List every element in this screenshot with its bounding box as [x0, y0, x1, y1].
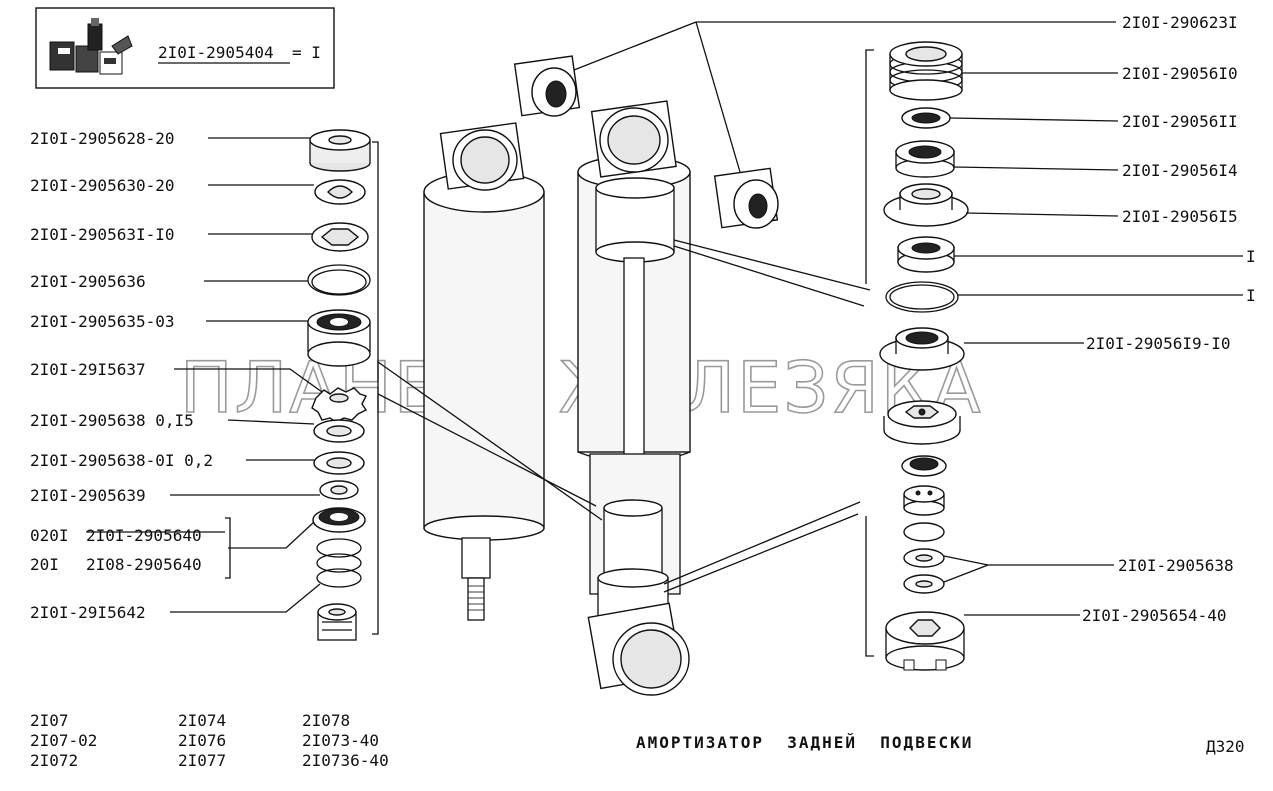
part-cap[interactable] — [309, 129, 371, 172]
right-leaders — [943, 72, 1243, 616]
part-disc-3[interactable] — [903, 574, 945, 594]
part-disc-2[interactable] — [903, 548, 945, 568]
rubber-bushing-side[interactable] — [713, 167, 779, 229]
left-label-2[interactable]: 2I0I-2905630-20 — [30, 176, 175, 195]
right-label-2[interactable]: 2I0I-29056I0 — [1122, 64, 1238, 83]
left-leaders — [86, 137, 323, 613]
part-piston[interactable] — [883, 400, 961, 445]
part-guide-bushing[interactable] — [307, 309, 371, 367]
part-valve-nut[interactable] — [317, 603, 357, 641]
model-col2-2: 2I076 — [178, 731, 226, 750]
model-list: 2I07 2I07-02 2I072 2I074 2I076 2I077 2I0… — [30, 711, 389, 770]
model-col2-3: 2I077 — [178, 751, 226, 770]
assembly-leader-lines — [377, 21, 1116, 657]
model-col1-3: 2I072 — [30, 751, 78, 770]
shock-absorber-exploded[interactable] — [577, 100, 691, 696]
part-guide-sleeve[interactable] — [897, 236, 955, 273]
right-label-5[interactable]: 2I0I-29056I5 — [1122, 207, 1238, 226]
part-washer-015[interactable] — [313, 419, 365, 443]
left-label-3[interactable]: 2I0I-290563I-I0 — [30, 225, 175, 244]
kit-box-icon — [49, 18, 133, 75]
part-valve-cup[interactable] — [901, 455, 947, 477]
right-label-3[interactable]: 2I0I-29056II — [1122, 112, 1238, 131]
kit-quantity: = I — [292, 43, 321, 62]
part-threaded-cap[interactable] — [889, 41, 963, 101]
left-parts-column — [307, 129, 379, 641]
left-label-1[interactable]: 2I0I-2905628-20 — [30, 129, 175, 148]
right-parts-column — [879, 41, 969, 671]
left-label-9[interactable]: 2I0I-2905639 — [30, 486, 146, 505]
model-col2-1: 2I074 — [178, 711, 226, 730]
part-spring[interactable] — [316, 538, 362, 588]
part-seal-ring[interactable] — [901, 107, 951, 129]
part-flanged-bushing[interactable] — [883, 183, 969, 227]
part-washer-02[interactable] — [313, 451, 365, 475]
part-o-ring[interactable] — [885, 281, 959, 313]
left-assembly-bracket — [372, 141, 379, 635]
page-code: Д320 — [1206, 737, 1245, 756]
kit-inset[interactable]: 2I0I-2905404 = I — [35, 7, 335, 89]
left-label-5[interactable]: 2I0I-2905635-03 — [30, 312, 175, 331]
diagram-title: АМОРТИЗАТОР ЗАДНЕЙ ПОДВЕСКИ — [636, 733, 973, 752]
bracket-row-1-code: 020I — [30, 526, 69, 545]
right-label-1[interactable]: 2I0I-290623I — [1122, 13, 1238, 32]
right-label-4[interactable]: 2I0I-29056I4 — [1122, 161, 1238, 180]
left-labels: 2I0I-2905628-20 2I0I-2905630-20 2I0I-290… — [30, 129, 213, 622]
part-piston-housing[interactable] — [879, 327, 965, 371]
right-label-8[interactable]: 2I0I-29056I9-I0 — [1086, 334, 1231, 353]
model-col1-1: 2I07 — [30, 711, 69, 730]
left-label-8[interactable]: 2I0I-2905638-0I 0,2 — [30, 451, 213, 470]
model-col1-2: 2I07-02 — [30, 731, 97, 750]
part-valve-plate[interactable] — [314, 179, 366, 205]
model-col3-1: 2I078 — [302, 711, 350, 730]
part-small-washer[interactable] — [319, 480, 359, 500]
part-disc-1[interactable] — [903, 522, 945, 542]
part-valve-disc[interactable] — [312, 507, 366, 533]
bracket-row-2-part[interactable]: 2I08-2905640 — [86, 555, 202, 574]
bracket-row-2-code: 20I — [30, 555, 59, 574]
bracket-row-1-part[interactable]: 2I0I-2905640 — [86, 526, 202, 545]
shock-absorber-assembled[interactable] — [423, 122, 545, 621]
part-spacer-plate[interactable] — [311, 222, 369, 252]
part-compression-valve-body[interactable] — [885, 611, 965, 671]
part-oil-seal[interactable] — [895, 140, 955, 178]
part-star-washer[interactable] — [311, 387, 368, 423]
left-label-4[interactable]: 2I0I-2905636 — [30, 272, 146, 291]
rubber-bushing-top[interactable] — [513, 55, 581, 117]
part-valve-body[interactable] — [903, 485, 945, 516]
left-label-6[interactable]: 2I0I-29I5637 — [30, 360, 146, 379]
model-col3-3: 2I0736-40 — [302, 751, 389, 770]
right-labels: 2I0I-290623I 2I0I-29056I0 2I0I-29056II 2… — [1082, 13, 1256, 625]
kit-part-number: 2I0I-2905404 — [158, 43, 274, 62]
right-label-7: I — [1246, 286, 1256, 305]
part-snap-ring[interactable] — [307, 264, 371, 296]
right-label-6: I — [1246, 247, 1256, 266]
right-label-9[interactable]: 2I0I-2905638 — [1118, 556, 1234, 575]
left-label-10[interactable]: 2I0I-29I5642 — [30, 603, 146, 622]
right-label-10[interactable]: 2I0I-2905654-40 — [1082, 606, 1227, 625]
left-label-7[interactable]: 2I0I-2905638 0,I5 — [30, 411, 194, 430]
model-col3-2: 2I073-40 — [302, 731, 379, 750]
